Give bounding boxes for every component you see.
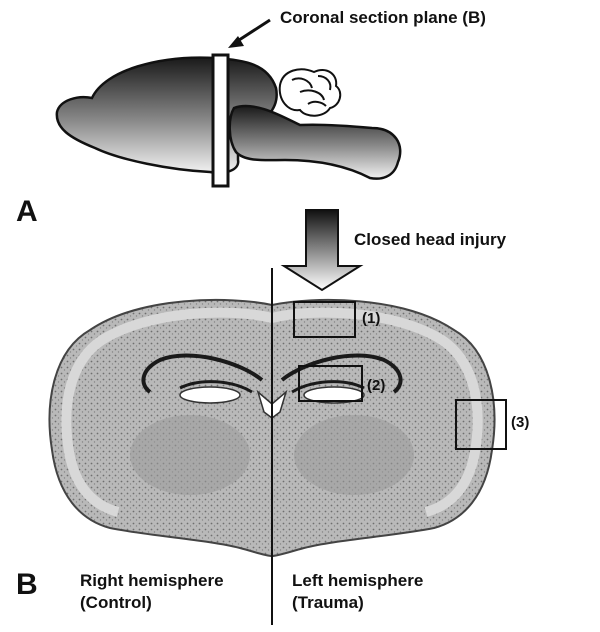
subcortical-shading [130, 415, 414, 495]
region-box-1 [293, 301, 356, 338]
section-plane-label: Coronal section plane (B) [280, 8, 486, 27]
injury-arrow [280, 209, 364, 292]
right-hemisphere-condition: (Control) [80, 593, 152, 612]
left-hemisphere-label: Left hemisphere (Trauma) [292, 570, 423, 614]
section-plane [211, 53, 230, 188]
left-hemisphere-condition: (Trauma) [292, 593, 364, 612]
right-hemisphere-name: Right hemisphere [80, 571, 224, 590]
plane-pointer-arrow [228, 18, 271, 48]
region-label-1: (1) [362, 310, 381, 327]
region-label-3: (3) [511, 414, 530, 431]
panel-a-letter: A [16, 195, 38, 228]
closed-head-injury-label: Closed head injury [354, 230, 507, 249]
region-box-2 [298, 365, 363, 402]
left-hemisphere-name: Left hemisphere [292, 571, 424, 590]
hippocampus [141, 353, 403, 394]
cortex-band [61, 307, 274, 517]
right-hemisphere-label: Right hemisphere (Control) [80, 570, 224, 614]
region-box-3 [455, 399, 507, 450]
region-label-2: (2) [367, 377, 386, 394]
panel-b-letter: B [16, 568, 38, 601]
sagittal-brain [55, 53, 402, 188]
cerebellum [278, 68, 342, 117]
brainstem [228, 104, 402, 180]
